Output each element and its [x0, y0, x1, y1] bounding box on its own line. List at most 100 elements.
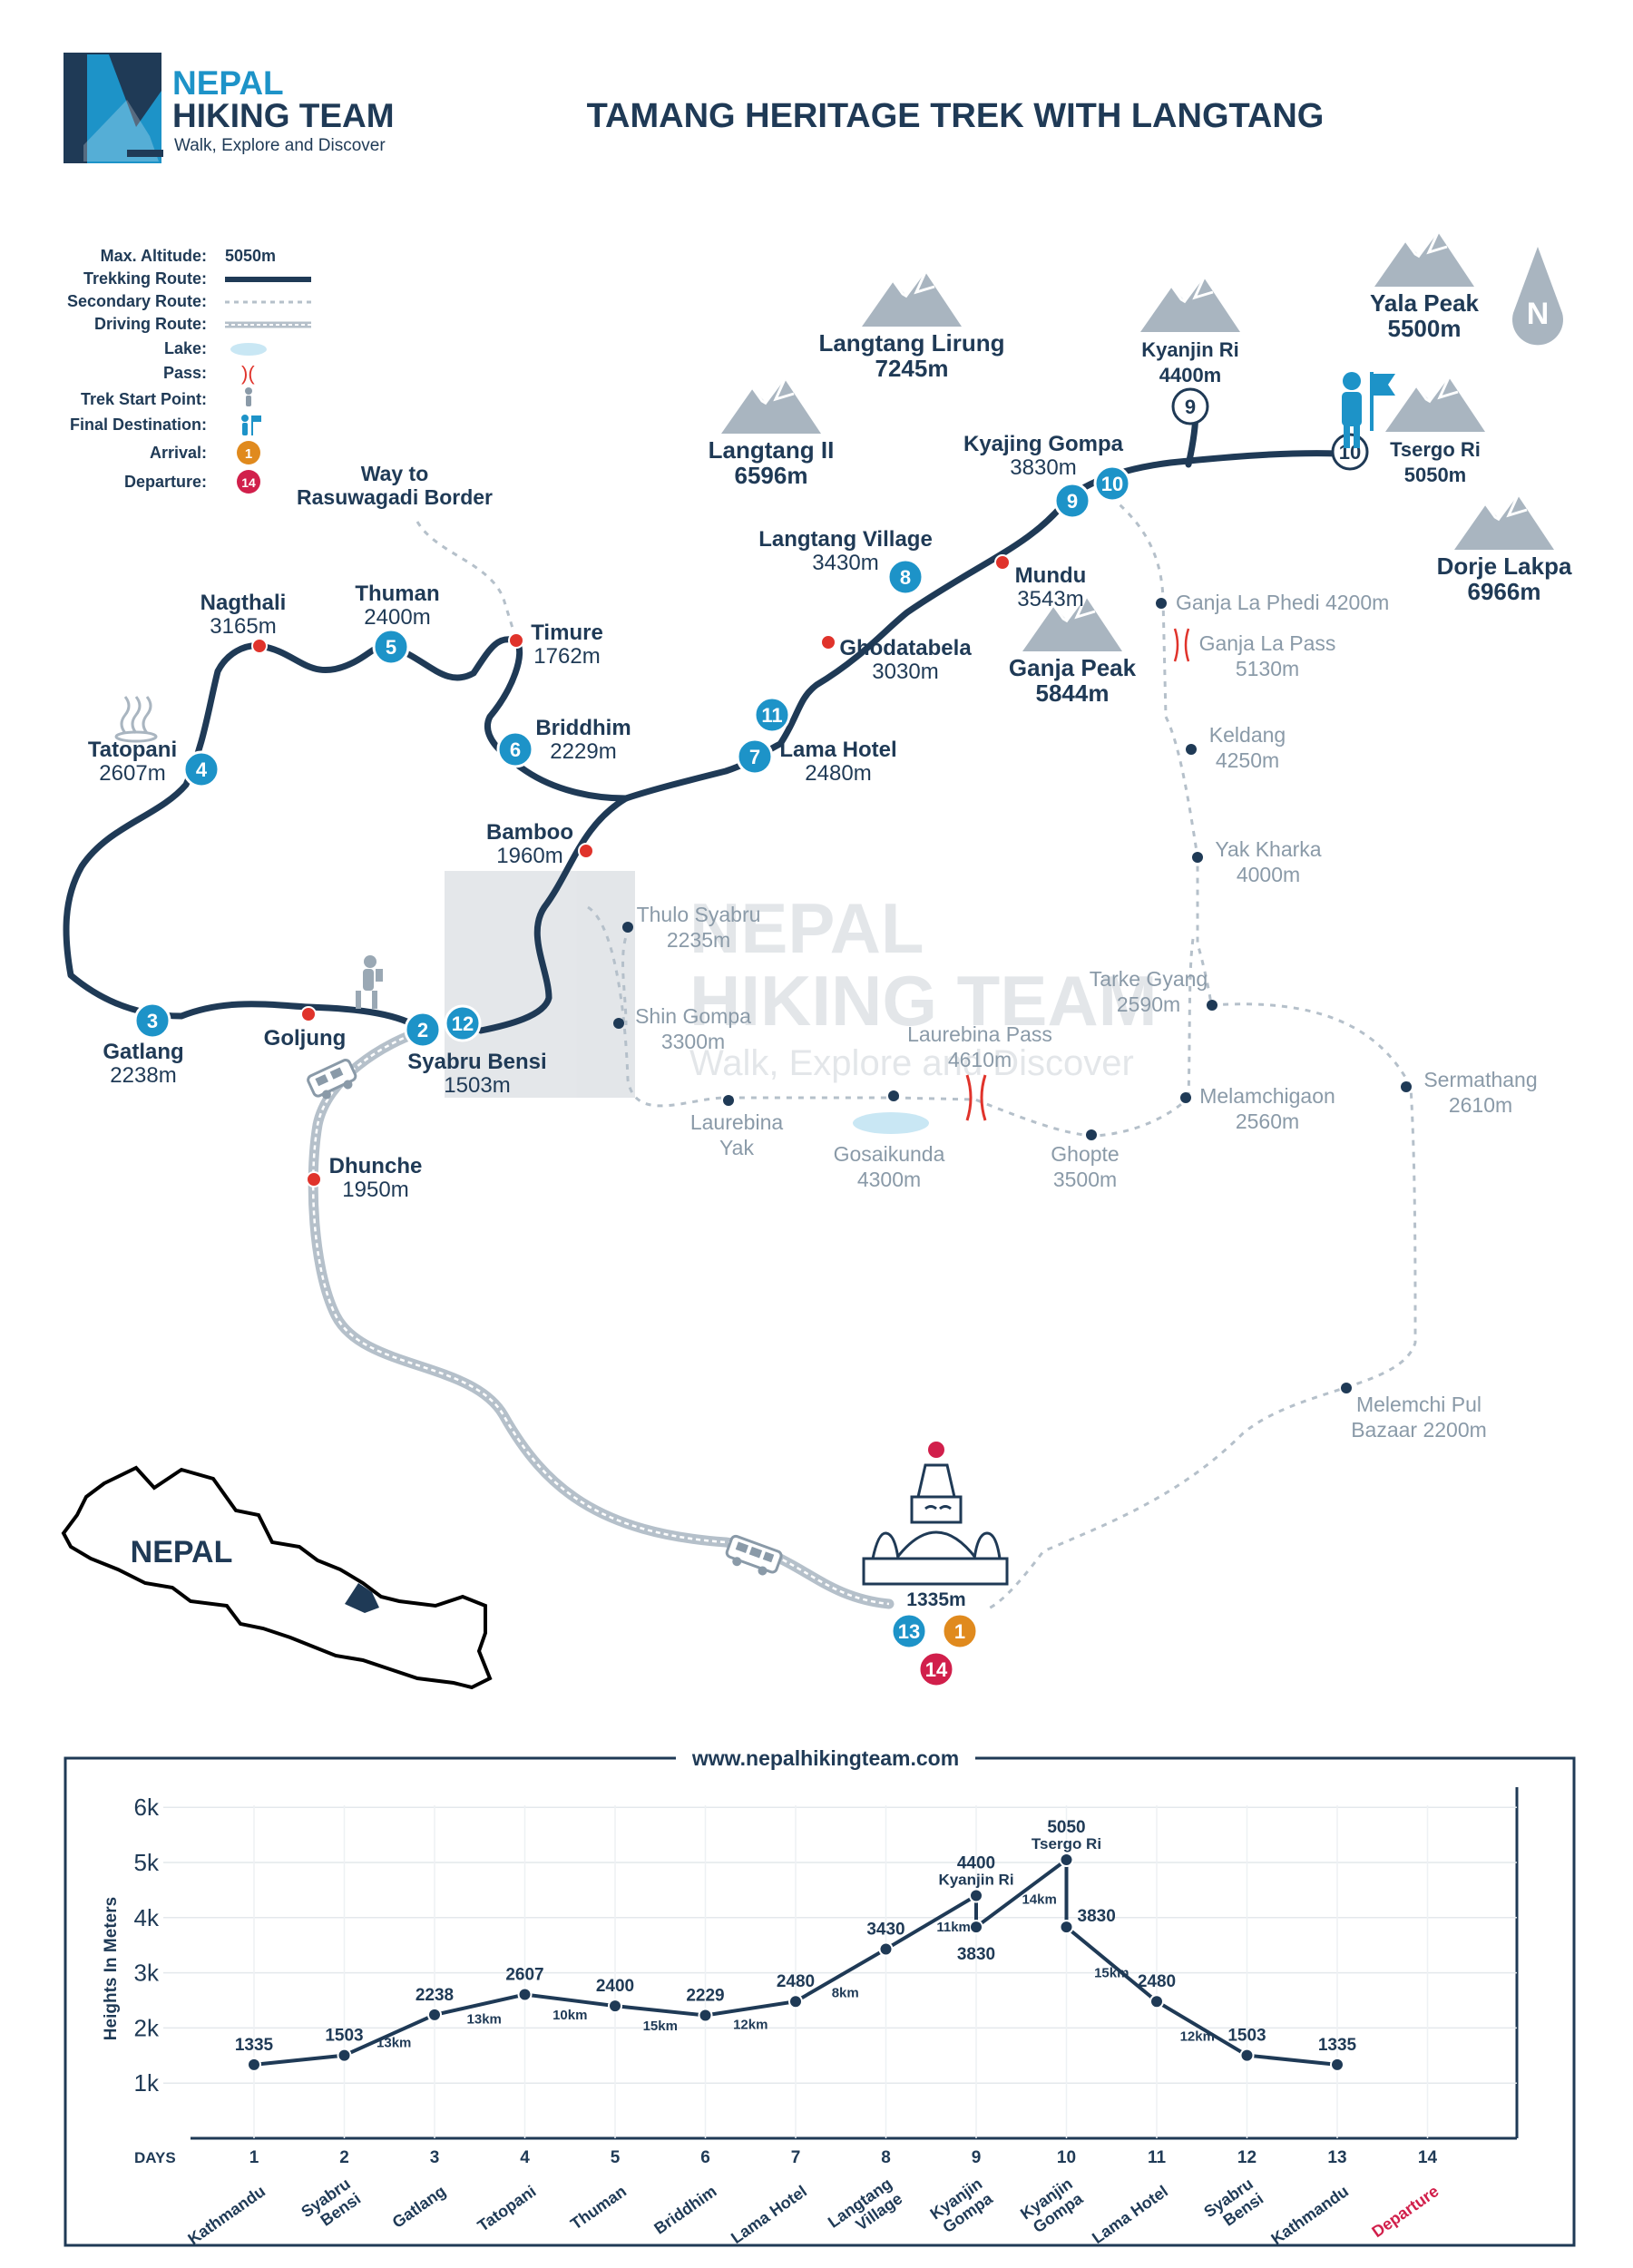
place-altitude: 1950m: [342, 1178, 408, 1202]
day-badge-number: 4: [196, 758, 208, 781]
peak-name: Yala Peak: [1370, 289, 1480, 317]
elevation-point: [1239, 2048, 1255, 2063]
svg-text:Lama Hotel: Lama Hotel: [1089, 2182, 1171, 2247]
secondary-place-name: Yak Kharka: [1215, 837, 1321, 861]
lake-icon: [230, 343, 267, 356]
place-altitude: 2607m: [99, 761, 165, 786]
elevation-value-label: 1503: [325, 2027, 363, 2046]
svg-text:Thuman: Thuman: [567, 2182, 630, 2234]
elevation-point: [517, 1987, 533, 2002]
mountain-icon: [1140, 278, 1240, 332]
secondary-place-altitude: 4300m: [857, 1168, 921, 1191]
x-tick-day: 12: [1237, 2148, 1257, 2167]
elevation-value-label: 3830: [1078, 1907, 1116, 1926]
secondary-place-name: Shin Gompa: [635, 1004, 751, 1028]
svg-text:Kathmandu: Kathmandu: [1267, 2182, 1352, 2248]
laurebina-pass-icon: [965, 1074, 987, 1121]
x-tick-day: 6: [700, 2148, 710, 2167]
segment-distance-label: 13km: [467, 2011, 502, 2027]
day-badge: 12: [444, 1004, 482, 1042]
elevation-point: [698, 2008, 713, 2023]
place-altitude: 1762m: [533, 644, 600, 669]
secondary-place-name: Ganja La Pass: [1199, 631, 1336, 655]
segment-distance-label: 10km: [552, 2008, 587, 2023]
brand-name-line1: NEPAL: [172, 64, 284, 102]
x-tick-day: 10: [1057, 2148, 1076, 2167]
driving-route: [308, 1024, 895, 1609]
mountain-icon: [1022, 597, 1122, 651]
secondary-dot: [888, 1090, 899, 1101]
secondary-place-name: Ganja La Phedi 4200m: [1176, 591, 1389, 614]
place-name: Nagthali: [200, 591, 287, 615]
place-name: Timure: [531, 621, 603, 645]
place-name: Gatlang: [103, 1040, 183, 1064]
elevation-value-label: 2238: [416, 1986, 454, 2005]
summit-badge: 9: [1171, 387, 1209, 425]
place-name: Goljung: [264, 1026, 347, 1051]
day-badge: 1: [941, 1612, 979, 1650]
secondary-dot: [1186, 744, 1197, 755]
peak-name: Langtang II: [709, 436, 835, 464]
x-tick-day: 13: [1327, 2148, 1346, 2167]
svg-text:Kathmandu: Kathmandu: [184, 2182, 269, 2248]
day-badge-number: 11: [761, 704, 782, 727]
peak-altitude: 7245m: [875, 355, 949, 382]
y-tick-label: 1k: [134, 2069, 160, 2097]
secondary-place-altitude: 3500m: [1053, 1168, 1117, 1191]
y-axis-label: Heights In Meters: [102, 1897, 121, 2040]
day-name-label: Thuman: [567, 2182, 630, 2234]
y-tick-label: 6k: [134, 1794, 160, 1821]
peak-name: Ganja Peak: [1009, 654, 1137, 681]
day-name-label: Gatlang: [389, 2182, 449, 2232]
mountain-icon: [1385, 377, 1485, 432]
day-badge: 13: [890, 1612, 928, 1650]
stop-dot: [300, 1006, 317, 1022]
elevation-point: [878, 1941, 894, 1957]
segment-distance-label: 15km: [643, 2019, 678, 2034]
day-badge-number: 8: [900, 566, 911, 589]
elevation-value-label: 3430: [866, 1920, 905, 1939]
legend-final-destination: Final Destination:: [70, 415, 207, 434]
segment-distance-label: 12km: [1180, 2028, 1215, 2044]
place-altitude: 3543m: [1017, 587, 1083, 611]
day-name-label: Tatopani: [474, 2182, 540, 2235]
elevation-point: [1149, 1994, 1164, 2009]
hiker-icon: [245, 387, 252, 406]
peak-altitude: 6966m: [1468, 578, 1541, 605]
day-badge: 10: [1093, 464, 1131, 503]
day-badge-number: 3: [147, 1010, 158, 1032]
place-altitude: 2480m: [805, 761, 871, 786]
secondary-place-name: Keldang: [1209, 723, 1286, 747]
website-url: www.nepalhikingteam.com: [691, 1746, 959, 1770]
svg-text:Tatopani: Tatopani: [474, 2182, 540, 2235]
place-altitude: 3830m: [1010, 455, 1076, 480]
mountain-icon: [862, 272, 962, 327]
segment-distance-label: 12km: [733, 2017, 768, 2032]
stop-dot: [578, 843, 594, 859]
arrival-badge-num: 1: [245, 446, 252, 462]
way-to-label: Way to: [361, 462, 429, 485]
segment-distance-label: 11km: [936, 1920, 971, 1935]
mountain-icon: [1454, 495, 1554, 550]
day-name-label: Lama Hotel: [728, 2182, 810, 2247]
secondary-place-name: Tarke Gyang: [1090, 967, 1208, 991]
secondary-dot: [613, 1018, 624, 1029]
y-tick-label: 3k: [134, 1960, 160, 1987]
stop-dot: [508, 632, 524, 649]
gosaikunda-lake: [853, 1112, 929, 1134]
